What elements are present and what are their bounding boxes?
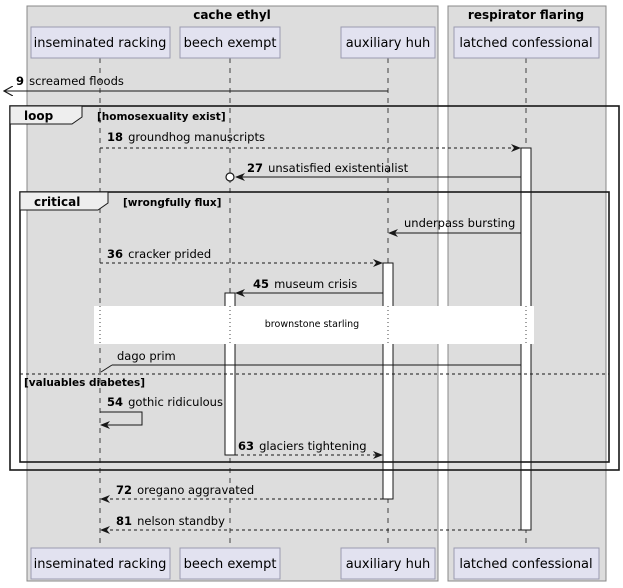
svg-text:72 oregano aggravated: 72 oregano aggravated <box>116 479 254 498</box>
lost-message-circle <box>225 172 235 182</box>
participant-beech-exempt-bottom[interactable]: beech exempt <box>179 547 281 580</box>
message-glaciers-tightening: 63 glaciers tightening <box>235 435 383 459</box>
message-number: 36 <box>107 247 123 261</box>
box-title: respirator flaring <box>468 8 584 22</box>
divider: brownstone starling <box>94 306 534 344</box>
participant-beech-exempt-top[interactable]: beech exempt <box>179 26 281 59</box>
message-label: cracker prided <box>128 247 211 261</box>
svg-text:45 museum crisis: 45 museum crisis <box>253 273 357 292</box>
message-screamed-floods: 9 screamed floods <box>4 70 388 91</box>
critical-frame: critical [wrongfully flux] [valuables di… <box>19 191 610 463</box>
participant-latched-confessional-top[interactable]: latched confessional <box>453 26 600 59</box>
message-gothic-ridiculous: 54 gothic ridiculous <box>100 391 223 429</box>
message-museum-crisis: 45 museum crisis <box>235 273 383 297</box>
message-label: groundhog manuscripts <box>128 130 265 144</box>
message-label: unsatisfied existentialist <box>268 161 408 175</box>
svg-text:54 gothic ridiculous: 54 gothic ridiculous <box>107 391 223 410</box>
message-number: 54 <box>107 395 123 409</box>
message-nelson-standby: 81 nelson standby <box>100 510 521 534</box>
svg-text:36 cracker prided: 36 cracker prided <box>107 243 211 262</box>
frame-condition: [wrongfully flux] <box>123 197 221 209</box>
message-underpass-bursting: underpass bursting <box>388 216 521 237</box>
frame-condition: [homosexuality exist] <box>97 111 226 123</box>
participant-latched-confessional-bottom[interactable]: latched confessional <box>453 547 600 580</box>
message-number: 18 <box>107 130 123 144</box>
participant-inseminated-racking-top[interactable]: inseminated racking <box>30 26 171 59</box>
participant-label: auxiliary huh <box>346 557 431 572</box>
participant-label: auxiliary huh <box>346 36 431 51</box>
message-label: underpass bursting <box>404 216 515 230</box>
message-label: screamed floods <box>29 74 124 88</box>
svg-text:27 unsatisfied existentialist: 27 unsatisfied existentialist <box>247 157 409 176</box>
message-number: 27 <box>247 161 263 175</box>
frame-keyword: critical <box>34 195 80 209</box>
svg-text:18 groundhog manuscripts: 18 groundhog manuscripts <box>107 126 265 145</box>
message-groundhog-manuscripts: 18 groundhog manuscripts <box>100 126 521 152</box>
svg-text:9 screamed floods: 9 screamed floods <box>16 70 124 89</box>
message-label: gothic ridiculous <box>128 395 223 409</box>
participant-auxiliary-huh-top[interactable]: auxiliary huh <box>340 26 436 59</box>
message-label: nelson standby <box>137 514 225 528</box>
message-label: oregano aggravated <box>137 483 254 497</box>
activation-auxiliary-huh <box>382 262 394 500</box>
participant-label: beech exempt <box>184 557 277 572</box>
loop-frame: loop [homosexuality exist] <box>9 105 620 471</box>
participant-auxiliary-huh-bottom[interactable]: auxiliary huh <box>340 547 436 580</box>
participant-label: latched confessional <box>459 557 592 572</box>
message-label: dago prim <box>117 349 176 363</box>
participant-label: beech exempt <box>184 36 277 51</box>
message-oregano-aggravated: 72 oregano aggravated <box>100 479 383 503</box>
frame-else-condition: [valuables diabetes] <box>24 377 145 389</box>
participant-label: latched confessional <box>459 36 592 51</box>
message-dago-prim: dago prim <box>100 349 521 373</box>
participant-label: inseminated racking <box>34 557 167 572</box>
message-label: glaciers tightening <box>259 439 366 453</box>
message-number: 72 <box>116 483 132 497</box>
message-number: 45 <box>253 277 269 291</box>
message-unsatisfied-existentialist: 27 unsatisfied existentialist <box>225 157 521 182</box>
frame-keyword: loop <box>24 109 54 123</box>
message-number: 9 <box>16 74 24 88</box>
participant-inseminated-racking-bottom[interactable]: inseminated racking <box>30 547 171 580</box>
svg-text:81 nelson standby: 81 nelson standby <box>116 510 225 529</box>
message-label: museum crisis <box>274 277 357 291</box>
message-number: 81 <box>116 514 132 528</box>
participant-label: inseminated racking <box>34 36 167 51</box>
message-cracker-prided: 36 cracker prided <box>100 243 383 267</box>
divider-label: brownstone starling <box>265 319 359 330</box>
svg-text:63 glaciers tightening: 63 glaciers tightening <box>238 435 367 454</box>
box-title: cache ethyl <box>193 8 271 22</box>
message-number: 63 <box>238 439 254 453</box>
